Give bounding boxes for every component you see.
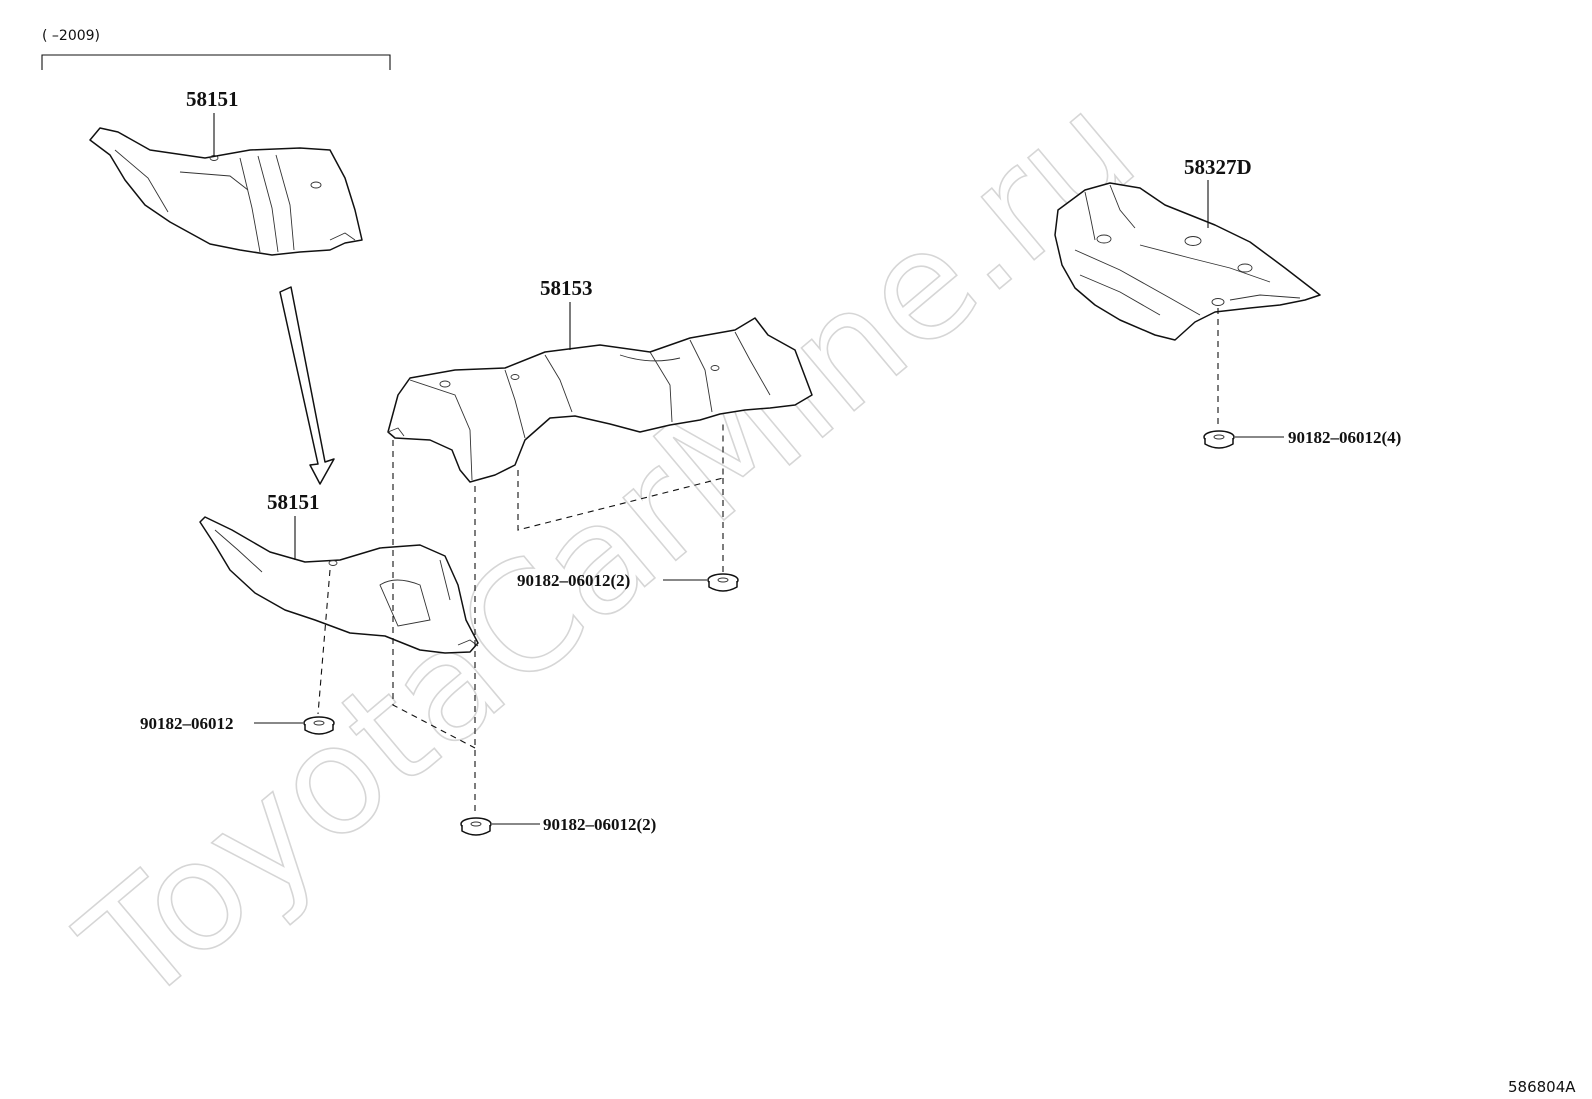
part-number-58151-upper: 58151	[186, 87, 239, 111]
part-number-90182-06012-rear: 90182–06012(4)	[1288, 428, 1401, 447]
date-range-note: ( –2009)	[42, 28, 100, 44]
part-number-58153: 58153	[540, 276, 593, 300]
assembly-dashed-lines	[317, 308, 1219, 815]
part-number-90182-06012-single: 90182–06012	[140, 714, 234, 733]
diagram-reference-code: 586804A	[1508, 1078, 1576, 1096]
flange-nut-center-right[interactable]	[707, 573, 739, 592]
heat-insulator-lower-58151[interactable]	[199, 516, 479, 654]
replacement-arrow	[279, 286, 335, 485]
heat-insulator-center-58153[interactable]	[387, 317, 813, 483]
heat-insulator-upper-58151[interactable]	[89, 127, 363, 256]
part-number-90182-06012-center-right: 90182–06012(2)	[517, 571, 630, 590]
flange-nut-center-bottom[interactable]	[460, 817, 492, 836]
heat-insulator-rear-58327d[interactable]	[1054, 182, 1321, 341]
date-range-bracket: ( –2009)	[41, 28, 391, 70]
part-number-58327d: 58327D	[1184, 155, 1252, 179]
flange-nut-rear[interactable]	[1203, 430, 1235, 449]
flange-nut-single[interactable]	[303, 716, 335, 735]
part-number-58151-lower: 58151	[267, 490, 320, 514]
part-number-90182-06012-center-bottom: 90182–06012(2)	[543, 815, 656, 834]
